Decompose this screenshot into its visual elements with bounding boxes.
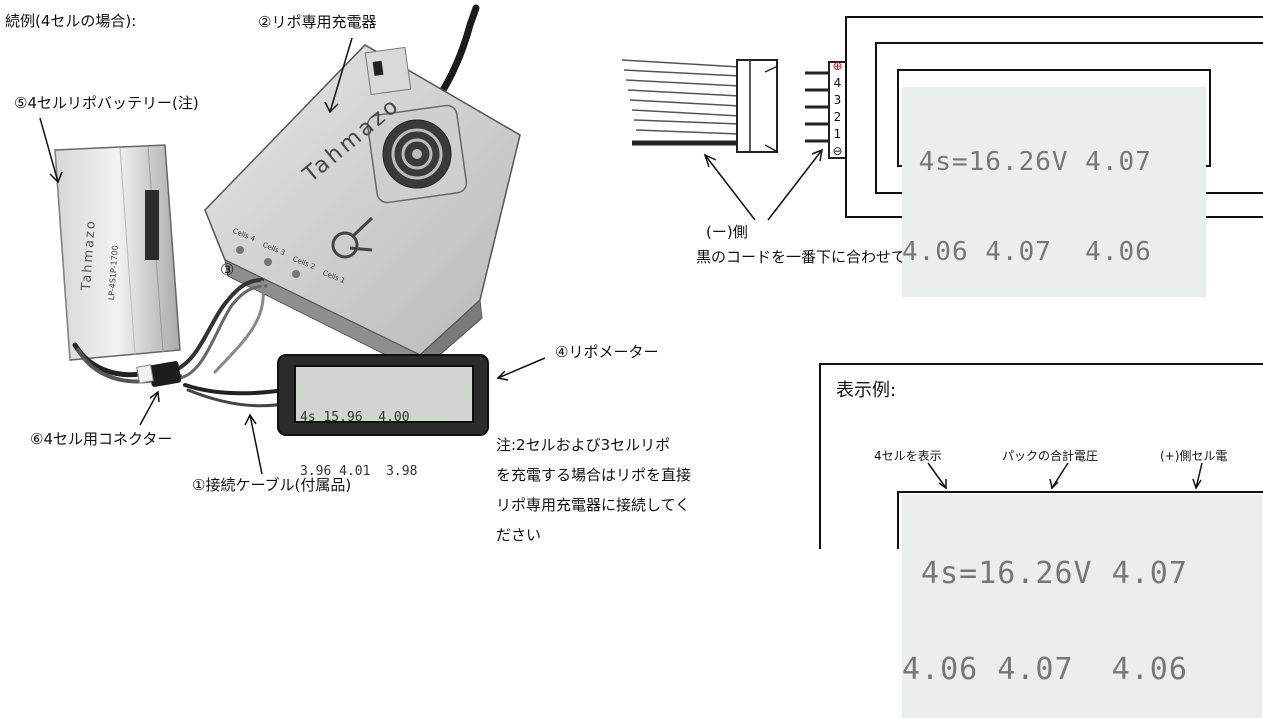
charging-note: 注:2セルおよび3セルリポ を充電する場合はリポを直接 リポ専用充電器に接続して… <box>496 430 691 550</box>
note-line: ださい <box>496 526 542 544</box>
annotation-plus-cell: (+)側セル電 <box>1160 449 1228 463</box>
label-cable: ①接続ケーブル(付属品) <box>192 476 352 494</box>
note-line: 注:2セルおよび3セルリポ <box>496 436 671 454</box>
label-balance-port: ③ <box>220 260 235 279</box>
main-lcd: 4s=16.26V 4.07 4.06 4.07 4.06 <box>902 87 1206 297</box>
power-cord <box>433 4 480 104</box>
callout-arrows <box>39 37 546 475</box>
balance-plug <box>736 59 778 153</box>
pin-label: 1 <box>833 127 842 141</box>
small-meter-line-1: 4s 15.96 4.00 <box>300 410 410 425</box>
four-cell-connector <box>148 361 182 387</box>
label-battery: ⑤4セルリポバッテリー(注) <box>14 94 199 112</box>
polarity-label: (ー)側 <box>706 223 748 241</box>
note-line: を充電する場合はリポを直接 <box>496 466 692 484</box>
current-selector-switch <box>364 46 412 96</box>
battery-strap <box>145 190 159 260</box>
pin-label: 2 <box>833 110 842 124</box>
small-meter-lcd: 4s 15.96 4.00 3.96 4.01 3.98 <box>300 373 470 499</box>
label-meter: ④リポメーター <box>555 343 659 361</box>
minus-icon: ⊖ <box>832 144 843 158</box>
lipo-charger <box>204 44 521 374</box>
example-lcd-line-1: 4s=16.26V 4.07 <box>902 556 1207 591</box>
main-lcd-line-1: 4s=16.26V 4.07 <box>902 147 1169 177</box>
pin-label: 3 <box>833 93 842 107</box>
main-lcd-line-2: 4.06 4.07 4.06 <box>902 237 1169 267</box>
display-example-title: 表示例: <box>836 380 897 401</box>
example-heading: 続例(4セルの場合): <box>5 12 137 30</box>
annotation-cell-count: 4セルを表示 <box>874 449 942 463</box>
label-connector: ⑥4セル用コネクター <box>30 430 173 448</box>
charger-logo-emblem <box>331 231 359 259</box>
lipo-battery-pack <box>54 144 181 361</box>
led-indicator <box>236 246 244 254</box>
annotation-total-voltage: パックの合計電圧 <box>1002 449 1099 463</box>
pin-label: 4 <box>833 76 842 90</box>
note-line: リポ専用充電器に接続してく <box>496 496 691 514</box>
example-lcd: 4s=16.26V 4.07 4.06 4.07 4.06 <box>902 494 1262 718</box>
example-lcd-line-2: 4.06 4.07 4.06 <box>902 652 1207 687</box>
header-pin-labels: ⊕ 4 3 2 1 ⊖ <box>830 58 845 160</box>
label-charger: ②リポ専用充電器 <box>258 13 377 31</box>
plus-icon: ⊕ <box>832 59 843 73</box>
wiring-instruction: 黒のコードを一番下に合わせて接続 <box>696 248 937 266</box>
small-meter-line-2: 3.96 4.01 3.98 <box>300 464 418 479</box>
